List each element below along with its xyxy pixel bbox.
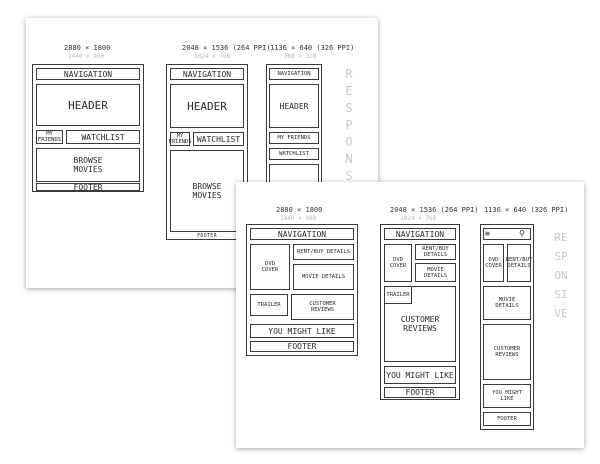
mobile-dvd-cover: DVD COVER — [483, 244, 504, 282]
menu-icon[interactable]: ≡ — [485, 229, 491, 238]
desktop-footer: FOOTER — [250, 341, 354, 352]
mobile-footer: FOOTER — [483, 412, 531, 426]
desktop-header: HEADER — [36, 84, 140, 126]
tablet-header: HEADER — [170, 84, 244, 128]
desktop-resolution-label: 2880 × 1800 — [64, 44, 111, 52]
desktop-you-might-like: YOU MIGHT LIKE — [250, 324, 354, 338]
desktop-faint-resolution: 1440 × 900 — [68, 53, 105, 60]
tablet-you-might-like: YOU MIGHT LIKE — [384, 366, 456, 384]
mobile-resolution-label: 1136 × 640 (326 PPI) — [484, 206, 569, 214]
mobile-rent-buy-details: RENT/BUY DETAILS — [506, 244, 532, 282]
tablet-navigation: NAVIGATION — [384, 228, 456, 240]
tablet-rent-buy-details: RENT/BUY DETAILS — [415, 244, 456, 260]
responsive-vertical-text: RESPONSIVE — [554, 231, 568, 320]
wireframe-sheet-browse: 2880 × 1800 1440 × 900 NAVIGATION HEADER… — [26, 18, 378, 288]
desktop-faint-resolution: 1440 × 900 — [280, 215, 317, 222]
wireframe-sheet-movie-details: 2880 × 1800 1440 × 900 NAVIGATION DVD CO… — [236, 182, 584, 448]
tablet-footer: FOOTER — [384, 387, 456, 398]
mobile-faint-resolution: 568 × 320 — [284, 53, 317, 60]
desktop-movie-details: MOVIE DETAILS — [293, 264, 354, 290]
tablet-customer-reviews: CUSTOMER REVIEWS — [384, 286, 456, 362]
desktop-footer: FOOTER — [36, 183, 140, 192]
desktop-my-friends: MY FRIENDS — [36, 130, 63, 144]
desktop-navigation: NAVIGATION — [250, 228, 354, 240]
desktop-browse-movies: BROWSE MOVIES — [36, 148, 140, 182]
mobile-you-might-like: YOU MIGHT LIKE — [483, 384, 531, 408]
desktop-trailer: TRAILER — [250, 294, 288, 316]
desktop-rent-buy-details: RENT/BUY DETAILS — [293, 244, 354, 260]
tablet-faint-resolution: 1024 × 768 — [400, 215, 437, 222]
mobile-navigation: NAVIGATION — [269, 68, 319, 80]
mobile-navbar — [483, 228, 531, 240]
tablet-resolution-label: 2048 × 1536 (264 PPI) — [390, 206, 479, 214]
mobile-my-friends: MY FRIENDS — [269, 132, 319, 144]
mobile-watchlist: WATCHLIST — [269, 148, 319, 160]
tablet-dvd-cover: DVD COVER — [384, 244, 412, 282]
tablet-browse-movies: BROWSE MOVIES — [170, 150, 244, 232]
mobile-resolution-label: 1136 × 640 (326 PPI) — [270, 44, 355, 52]
tablet-faint-resolution: 1024 × 768 — [194, 53, 231, 60]
mobile-header: HEADER — [269, 84, 319, 128]
desktop-dvd-cover: DVD COVER — [250, 244, 290, 290]
tablet-resolution-label: 2048 × 1536 (264 PPI) — [182, 44, 271, 52]
mobile-movie-details: MOVIE DETAILS — [483, 286, 531, 320]
tablet-my-friends: MY FRIENDS — [168, 132, 192, 146]
desktop-resolution-label: 2880 × 1800 — [276, 206, 323, 214]
search-icon[interactable]: ⚲ — [519, 229, 526, 238]
tablet-footer: FOOTER — [197, 233, 217, 239]
mobile-customer-reviews: CUSTOMER REVIEWS — [483, 324, 531, 380]
tablet-watchlist: WATCHLIST — [193, 132, 244, 146]
desktop-navigation: NAVIGATION — [36, 68, 140, 80]
desktop-customer-reviews: CUSTOMER REVIEWS — [291, 294, 354, 320]
desktop-watchlist: WATCHLIST — [66, 130, 140, 144]
tablet-movie-details: MOVIE DETAILS — [415, 263, 456, 282]
tablet-navigation: NAVIGATION — [170, 68, 244, 80]
